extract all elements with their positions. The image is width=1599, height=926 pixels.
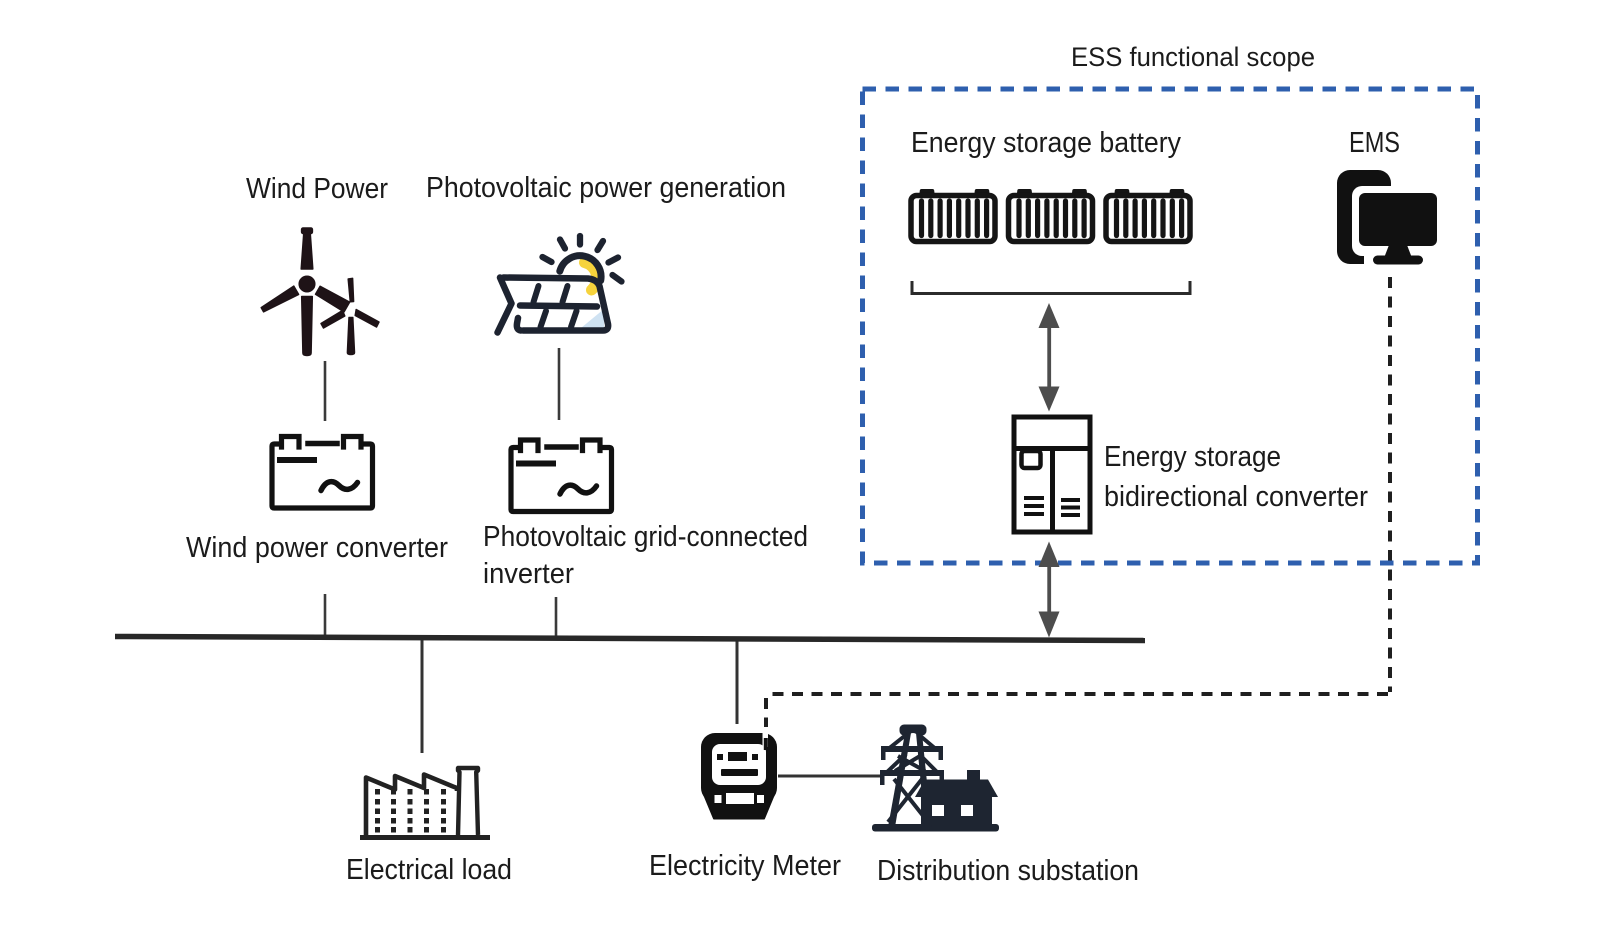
svg-text:Wind power converter: Wind power converter <box>186 532 448 564</box>
svg-text:Electricity Meter: Electricity Meter <box>649 850 841 882</box>
svg-text:inverter: inverter <box>483 558 574 590</box>
svg-text:Distribution substation: Distribution substation <box>877 855 1139 887</box>
svg-text:Energy storage: Energy storage <box>1104 441 1281 473</box>
svg-text:Wind Power: Wind Power <box>246 173 388 205</box>
svg-text:Photovoltaic grid-connected: Photovoltaic grid-connected <box>483 521 808 553</box>
svg-text:Energy storage battery: Energy storage battery <box>911 127 1181 159</box>
svg-text:bidirectional converter: bidirectional converter <box>1104 481 1368 513</box>
svg-text:Electrical load: Electrical load <box>346 854 512 886</box>
svg-text:Photovoltaic power generation: Photovoltaic power generation <box>426 172 786 204</box>
svg-text:EMS: EMS <box>1349 127 1400 159</box>
svg-text:ESS functional scope: ESS functional scope <box>1071 42 1315 72</box>
